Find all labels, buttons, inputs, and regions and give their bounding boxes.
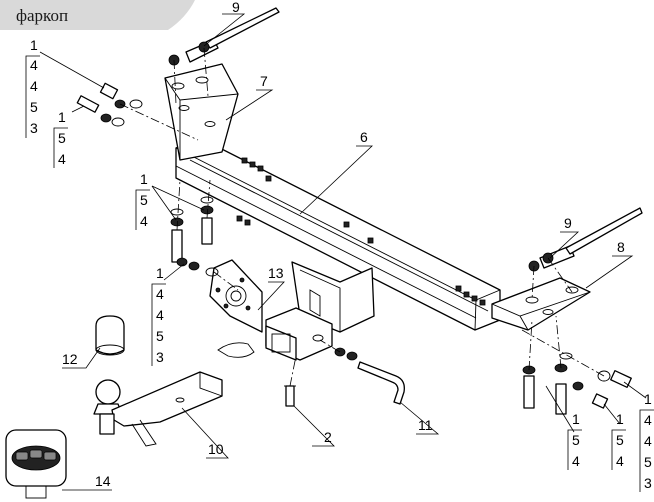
stack-number: 3	[644, 475, 652, 491]
spring-clip	[217, 342, 255, 358]
socket-bracket	[209, 259, 263, 333]
stack-number: 4	[58, 151, 66, 167]
receiver-assembly	[265, 261, 375, 361]
stack-bottom-right-b: 1 5 4	[611, 411, 626, 470]
right-bracket	[491, 277, 591, 331]
cable-right	[528, 207, 643, 272]
cable-top	[168, 7, 280, 66]
stack-mid-left: 1 5 4	[135, 171, 150, 230]
stack-number: 4	[30, 57, 38, 73]
main-beam	[175, 137, 501, 331]
left-bracket	[164, 63, 239, 161]
remote-control	[5, 429, 67, 499]
stack-number: 3	[156, 349, 164, 365]
callout-13: 13	[268, 265, 284, 281]
ball-mount	[93, 371, 223, 447]
center-lines	[119, 47, 605, 387]
stack-number: 1	[572, 411, 580, 427]
stack-number: 1	[58, 109, 66, 125]
stack-number: 5	[58, 130, 66, 146]
stack-number: 1	[140, 171, 148, 187]
stack-number: 4	[140, 213, 148, 229]
hitch-pin	[334, 347, 405, 405]
stack-top-left-b: 1 5 4	[53, 109, 68, 168]
bolts-lower-left	[176, 257, 219, 277]
stack-right-edge: 1 4 4 5 3	[639, 391, 654, 492]
stack-number: 1	[616, 411, 624, 427]
stack-number: 4	[616, 453, 624, 469]
bolts-mid-left	[170, 196, 214, 263]
stack-number: 4	[644, 433, 652, 449]
callout-7: 7	[260, 73, 268, 89]
bolts-right	[522, 352, 632, 415]
stack-number: 5	[156, 328, 164, 344]
bolts-top-left	[76, 82, 143, 127]
header-tab: фаркоп	[0, 0, 195, 30]
callout-11: 11	[418, 417, 433, 433]
callout-12: 12	[62, 351, 78, 367]
stack-number: 5	[30, 99, 38, 115]
leader-lines	[39, 13, 647, 491]
stack-number: 4	[156, 286, 164, 302]
callout-10: 10	[208, 441, 224, 457]
callout-2: 2	[324, 429, 332, 445]
stack-number: 1	[644, 391, 652, 407]
ball-cap	[95, 315, 125, 356]
stack-number: 4	[30, 78, 38, 94]
stack-number: 5	[572, 432, 580, 448]
callout-6: 6	[360, 129, 368, 145]
stack-number: 5	[616, 432, 624, 448]
stack-number: 5	[644, 454, 652, 470]
stack-number: 1	[156, 265, 164, 281]
callout-labels: 9 7 6 9 8 13 12 10 14 2 11	[62, 0, 625, 489]
header-tab-label: фаркоп	[16, 6, 68, 25]
stack-number: 5	[140, 192, 148, 208]
bolt-2	[284, 385, 296, 407]
stack-number: 1	[30, 37, 38, 53]
stack-top-left-a: 1 4 4 5 3	[25, 37, 40, 138]
callout-9-right: 9	[564, 215, 572, 231]
stack-number: 4	[644, 412, 652, 428]
stack-number: 4	[572, 453, 580, 469]
callout-9-top: 9	[232, 0, 240, 15]
stack-bottom-right-a: 1 5 4	[567, 411, 582, 470]
stack-lower-left: 1 4 4 5 3	[151, 265, 166, 366]
stack-number: 4	[156, 307, 164, 323]
callout-14: 14	[95, 473, 111, 489]
callout-8: 8	[617, 239, 625, 255]
stack-number: 3	[30, 120, 38, 136]
